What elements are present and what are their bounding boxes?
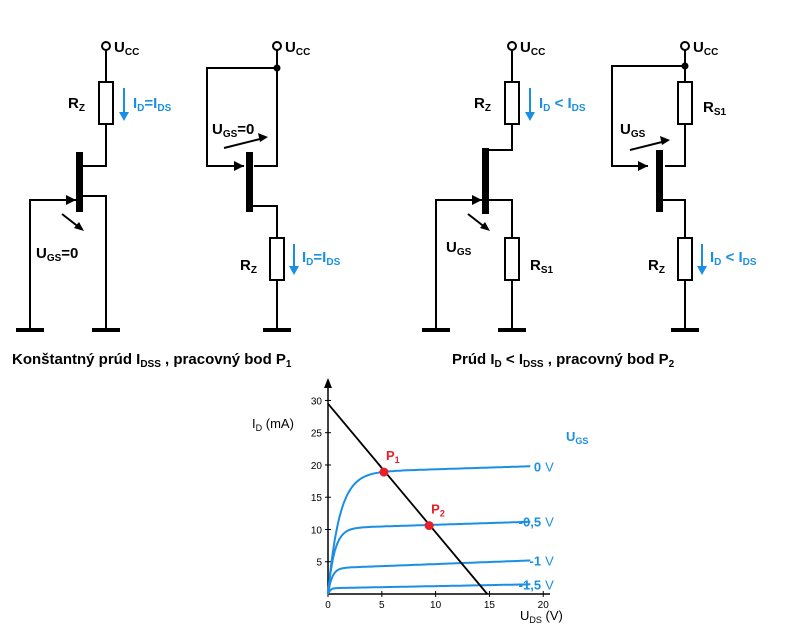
- chart-axes: 5 10 15 20 25 30 0 5 10 15 20: [311, 378, 550, 611]
- series-label: -0,5: [519, 515, 541, 530]
- series-label: 0: [534, 459, 541, 474]
- series-label: -1: [530, 553, 542, 568]
- y-tick-label: 30: [311, 396, 323, 407]
- series-unit: V: [545, 553, 554, 568]
- id-label: ID < IDS: [710, 249, 757, 268]
- operating-point: [424, 521, 434, 531]
- jfet-channel: [482, 148, 489, 214]
- caption-left: Konštantný prúd IDSS , pracovný bod P1: [12, 351, 292, 370]
- resistor-rz: [269, 237, 285, 281]
- x-axis-label: UDS (V): [520, 608, 563, 625]
- rz-label: RZ: [240, 257, 257, 276]
- resistor-rs1: [677, 81, 693, 125]
- ucc-label: UCC: [285, 39, 310, 58]
- resistor-rz: [504, 81, 520, 125]
- supply-terminal: [272, 41, 282, 51]
- ugs-label: UGS: [620, 121, 646, 140]
- rs1-label: RS1: [530, 257, 554, 276]
- rz-label: RZ: [68, 95, 85, 114]
- ugs-label: UGS: [446, 239, 472, 258]
- y-tick-label: 20: [311, 461, 323, 472]
- load-line: [327, 403, 488, 595]
- operating-point-label: P1: [386, 448, 400, 465]
- id-label: ID=IDS: [302, 249, 341, 268]
- series-curve: [327, 520, 531, 595]
- series-curve: [327, 559, 531, 595]
- y-tick-label: 15: [311, 493, 323, 504]
- jfet-channel: [656, 150, 663, 212]
- series-unit: V: [545, 459, 554, 474]
- circuit-1: UCC RZ ID=IDS UGS=0: [16, 39, 172, 332]
- rz-label: RZ: [474, 95, 491, 114]
- legend-title: UGS: [566, 429, 588, 446]
- supply-terminal: [101, 41, 111, 51]
- y-tick-label: 25: [311, 429, 323, 440]
- y-axis-arrow: [324, 378, 332, 388]
- rz-label: RZ: [648, 257, 665, 276]
- ucc-label: UCC: [520, 39, 545, 58]
- operating-point: [379, 467, 389, 477]
- y-axis-label: ID (mA): [252, 416, 294, 433]
- id-label: ID=IDS: [133, 95, 172, 114]
- resistor-rs1: [504, 237, 520, 281]
- resistor-rz: [677, 237, 693, 281]
- caption-right: Prúd ID < IDSS , pracovný bod P2: [452, 351, 675, 370]
- series-curve: [327, 465, 531, 595]
- ugs-label: UGS=0: [36, 245, 78, 264]
- circuit-2: UCC UGS=0 RZ ID=IDS: [206, 39, 341, 332]
- ucc-label: UCC: [693, 39, 718, 58]
- rs1-label: RS1: [703, 99, 727, 118]
- series-unit: V: [545, 515, 554, 530]
- x-tick-label: 10: [430, 600, 442, 611]
- x-tick-label: 15: [484, 600, 496, 611]
- series-unit: V: [545, 577, 554, 592]
- y-tick-label: 10: [311, 525, 323, 536]
- circuit-4: UCC RS1 UGS RZ ID < IDS: [611, 39, 757, 332]
- operating-point-label: P2: [431, 502, 445, 519]
- id-label: ID < IDS: [539, 95, 586, 114]
- x-tick-label: 20: [538, 600, 550, 611]
- resistor-rz: [98, 81, 114, 125]
- supply-terminal: [507, 41, 517, 51]
- circuit-3: UCC RZ ID < IDS RS1 UGS: [422, 39, 586, 332]
- supply-terminal: [680, 41, 690, 51]
- ugs-label: UGS=0: [212, 121, 254, 140]
- series-curve: [327, 583, 531, 595]
- ucc-label: UCC: [114, 39, 139, 58]
- series-label: -1,5: [519, 577, 541, 592]
- x-tick-label: 0: [325, 600, 331, 611]
- y-tick-label: 5: [316, 558, 322, 569]
- jfet-channel: [246, 152, 253, 212]
- jfet-channel: [76, 152, 83, 212]
- x-tick-label: 5: [379, 600, 385, 611]
